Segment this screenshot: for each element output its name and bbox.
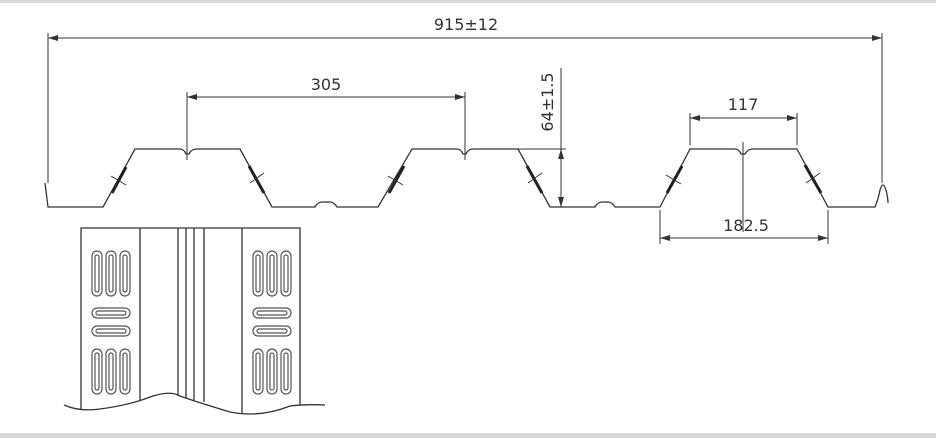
bottom-border [0, 433, 936, 438]
embossment-slots-right [252, 250, 292, 395]
profile-outline [44, 148, 889, 208]
height-label: 64±1.5 [538, 72, 557, 131]
dimension-top-width: 117 [689, 95, 798, 145]
dimension-height: 64±1.5 [518, 68, 566, 207]
bottom-width-label: 182.5 [723, 216, 769, 235]
deck-sheet-sketch [63, 227, 326, 415]
top-width-label: 117 [728, 95, 759, 114]
pitch-label: 305 [311, 75, 342, 94]
dimension-bottom-width: 182.5 [659, 210, 829, 244]
embossment-slots [91, 250, 131, 395]
dimension-pitch: 305 [186, 75, 466, 160]
total-width-label: 915±12 [434, 15, 498, 34]
dimension-total-width: 915±12 [47, 15, 883, 183]
web-marks [110, 164, 823, 194]
top-border [0, 0, 936, 3]
